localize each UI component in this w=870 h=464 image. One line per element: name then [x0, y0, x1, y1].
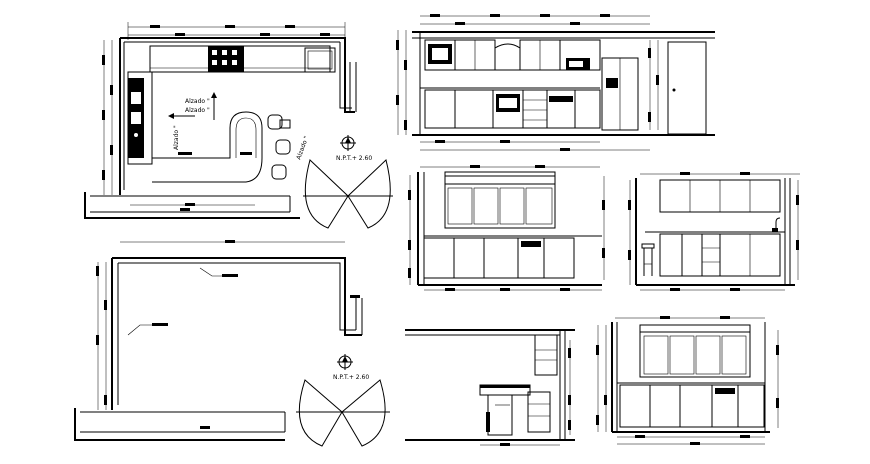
kitchen-floor-plan: Alzado " Alzado " Alzado " Alzado " N.P.…: [84, 22, 393, 229]
elevation-label-c: Alzado ": [173, 125, 180, 150]
north-label-top: N.P.T.+ 2.60: [336, 155, 372, 162]
elevation-label-a: Alzado ": [185, 98, 210, 105]
elevation-main-wall: [396, 14, 715, 151]
section-view: [405, 329, 575, 446]
north-label-bottom: N.P.T.+ 2.60: [333, 374, 369, 381]
elevation-range-wall: [596, 316, 779, 445]
room-floor-plan: N.P.T.+ 2.60: [74, 240, 390, 447]
elevation-sink-wall: [408, 165, 605, 291]
elevation-bar-wall: [628, 172, 800, 291]
elevation-label-b: Alzado ": [185, 107, 210, 114]
elevation-label-d: Alzado ": [295, 135, 310, 161]
